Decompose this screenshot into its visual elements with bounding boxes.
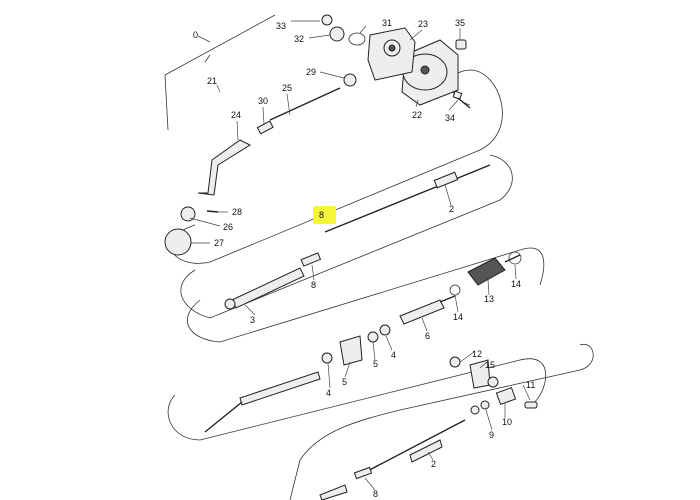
callout-24: 24 <box>231 110 241 120</box>
callout-32: 32 <box>294 34 304 44</box>
tube-lower <box>319 484 348 500</box>
callout-15: 15 <box>485 360 495 370</box>
group-outline-top <box>164 14 276 131</box>
callout-6: 6 <box>425 331 430 341</box>
callout-31: 31 <box>382 18 392 28</box>
callout-5-lower: 5 <box>373 359 378 369</box>
callout-2-lower: 2 <box>431 459 436 469</box>
nut-12b <box>487 376 499 388</box>
group-outline-control <box>170 69 503 264</box>
callout-3: 3 <box>250 315 255 325</box>
cable-2-lower <box>359 419 466 476</box>
callout-25: 25 <box>282 83 292 93</box>
clevis-10 <box>495 386 517 406</box>
callout-28: 28 <box>232 207 242 217</box>
callout-30: 30 <box>258 96 268 106</box>
group-outline-cable-3 <box>167 358 547 441</box>
callout-labels: 0 21 24 30 25 33 32 29 31 23 35 22 34 28… <box>193 18 535 499</box>
shaft-13 <box>504 254 521 263</box>
nut-9b <box>480 400 490 410</box>
washer-33 <box>321 14 333 26</box>
nut-4a <box>367 331 379 343</box>
tube-3 <box>231 267 305 309</box>
lever-24 <box>197 139 252 196</box>
cable-2-upper <box>324 164 491 233</box>
callout-9: 9 <box>489 430 494 440</box>
spring-8-lower <box>353 466 373 480</box>
callout-14-left: 14 <box>453 312 463 322</box>
callout-26: 26 <box>223 222 233 232</box>
callout-4-left: 4 <box>326 388 331 398</box>
callout-13: 13 <box>484 294 494 304</box>
knob-27 <box>164 228 192 256</box>
callout-0: 0 <box>193 30 198 40</box>
gearbox-housing <box>367 27 459 106</box>
cable-2-middle <box>204 401 243 433</box>
callout-29: 29 <box>306 67 316 77</box>
callout-34: 34 <box>445 113 455 123</box>
o-ring-31 <box>348 32 366 46</box>
clip-14a <box>449 284 461 296</box>
callout-21: 21 <box>207 76 217 86</box>
callout-14-right: 14 <box>511 279 521 289</box>
cap-35 <box>455 39 467 50</box>
callout-8-highlighted: 8 <box>319 210 324 220</box>
group-outline-cable-4 <box>289 344 594 500</box>
bushing-26 <box>180 206 196 222</box>
callout-12: 12 <box>472 349 482 359</box>
pin-28 <box>206 210 219 213</box>
callout-8: 8 <box>311 280 316 290</box>
callout-35: 35 <box>455 18 465 28</box>
nut-15 <box>449 356 461 368</box>
pin-11 <box>524 401 538 409</box>
callout-22: 22 <box>412 110 422 120</box>
tube-3-end <box>224 298 236 310</box>
bolt-34 <box>452 90 471 109</box>
callout-4-right: 4 <box>391 350 396 360</box>
clip-14b <box>508 251 522 265</box>
highlight-marker <box>313 206 336 224</box>
cable-end-6 <box>399 299 445 325</box>
bracket-5-upper <box>339 335 363 366</box>
nut-5a <box>321 352 333 364</box>
nut-4b <box>379 324 391 336</box>
spring-8 <box>300 252 322 267</box>
rod-25 <box>269 87 341 121</box>
leader-lines <box>189 20 531 491</box>
callout-2-upper: 2 <box>449 204 454 214</box>
spring-30 <box>256 120 274 135</box>
callout-11: 11 <box>526 380 535 390</box>
threaded-rod <box>239 371 321 406</box>
callout-33: 33 <box>276 21 286 31</box>
callout-8-lower: 8 <box>373 489 378 499</box>
group-outline-cable-2 <box>187 247 545 343</box>
callout-10: 10 <box>502 417 512 427</box>
cable-end-2-upper <box>433 171 459 189</box>
callout-27: 27 <box>214 238 224 248</box>
nut-29 <box>343 73 357 87</box>
cable-6-rod <box>439 295 456 303</box>
callout-23: 23 <box>418 19 428 29</box>
boot-13 <box>467 257 506 286</box>
nut-9a <box>470 405 480 415</box>
cable-end-2-lower <box>409 439 443 463</box>
callout-5-upper: 5 <box>342 377 347 387</box>
washer-32 <box>329 26 345 42</box>
group-outline-cable-1 <box>180 154 513 319</box>
